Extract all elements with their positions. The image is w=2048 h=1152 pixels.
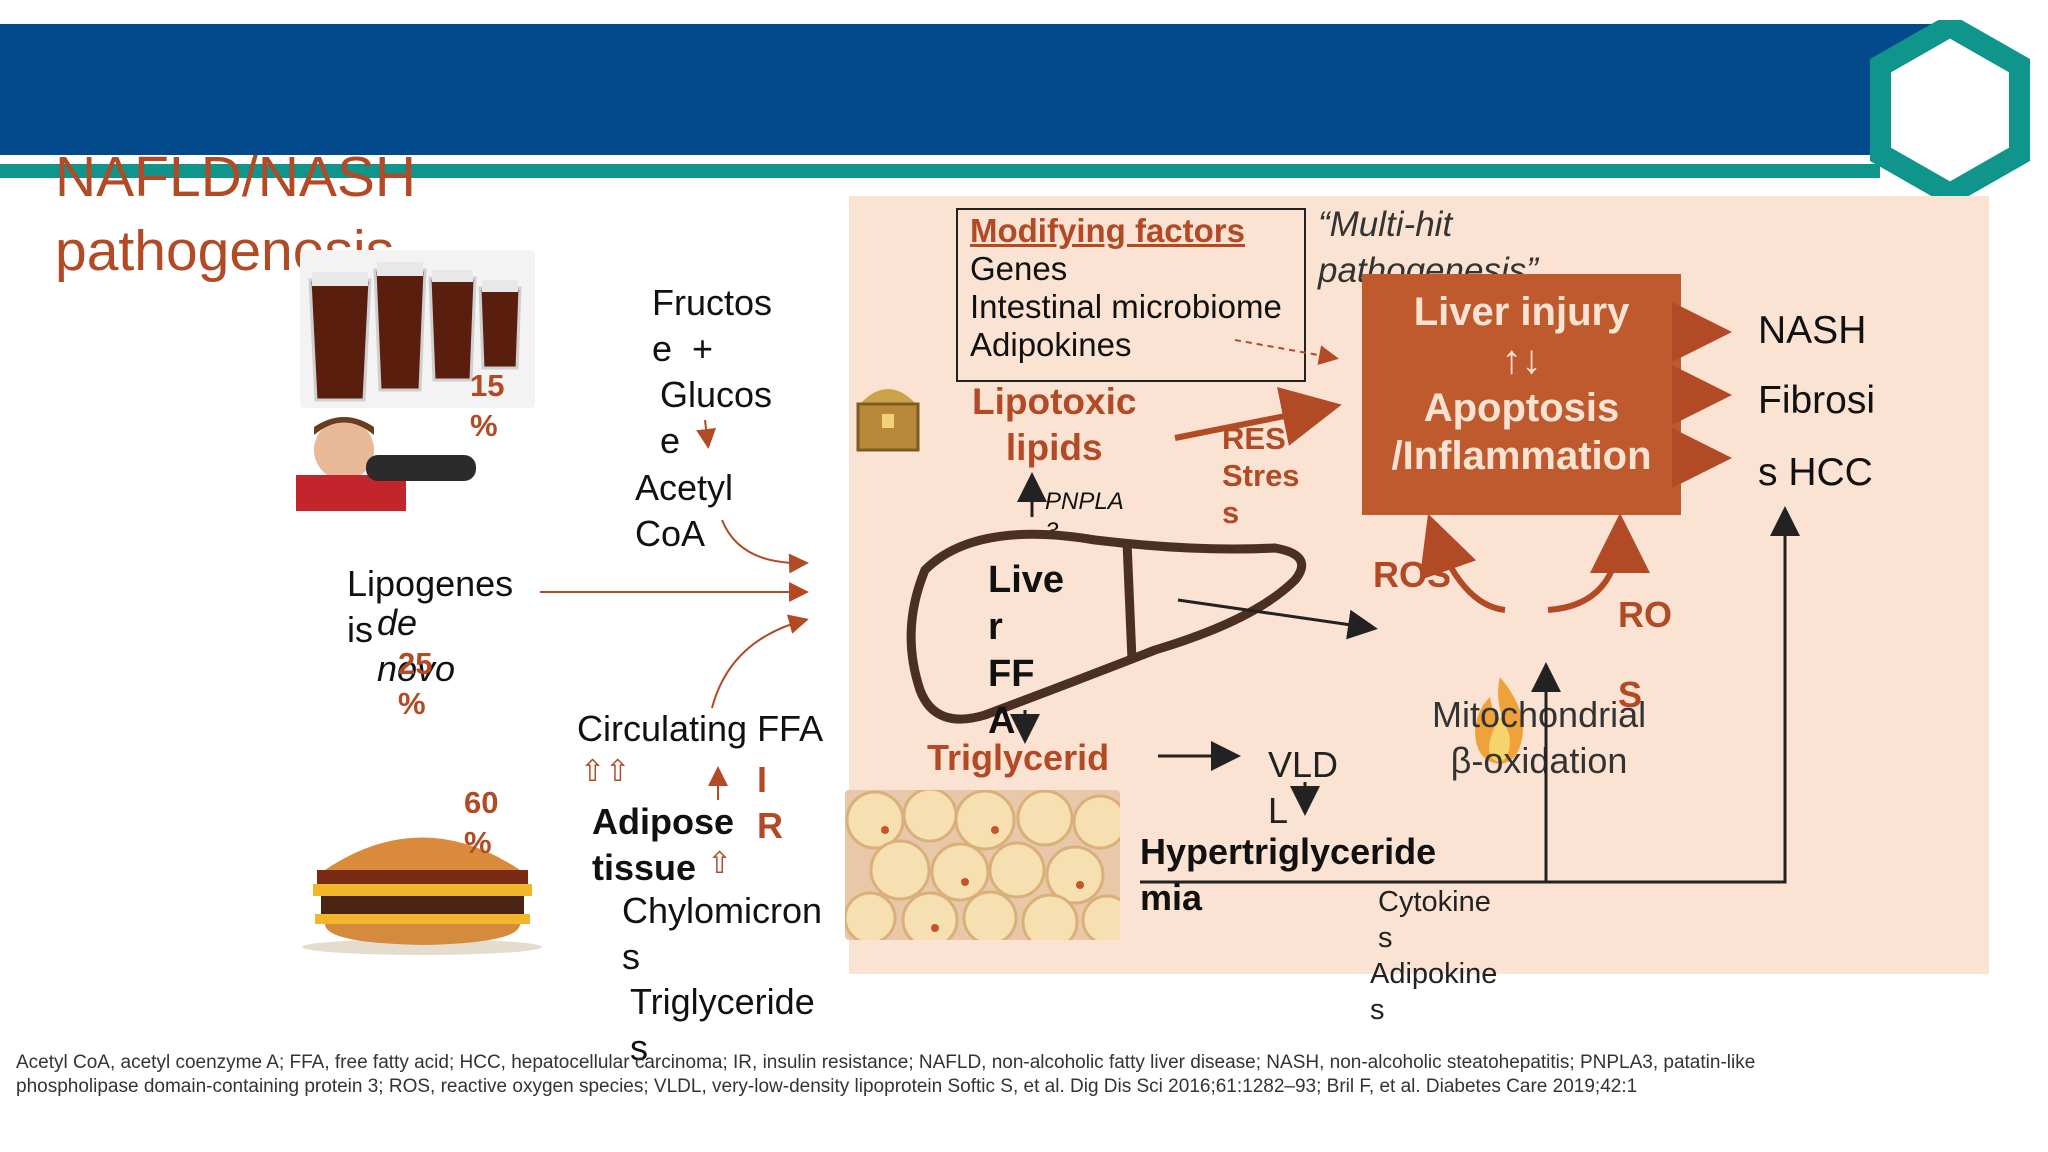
vldl-label: VLD L [1268, 744, 1339, 831]
burger-image [302, 837, 542, 955]
header-band [0, 24, 1950, 155]
boy-drinking-image [286, 415, 488, 511]
lipotoxic-injury-arrow [1174, 386, 1342, 446]
de-novo-label: de novo [377, 602, 456, 689]
outcome-hcc: s HCC [1758, 451, 1873, 494]
triglycerides-source-label: Triglyceride s [630, 981, 815, 1068]
systemic-outcome-line [1140, 506, 1800, 884]
header-stripe [0, 164, 1880, 178]
treasure-chest-icon [856, 389, 920, 452]
hypertriglyceridemia-label: Hypertriglyceride mia [1140, 831, 1437, 918]
ros-left-arrow [1419, 513, 1506, 613]
adipose-increase-icon: ⇧ [707, 847, 733, 880]
acetyl-coa-label: Acetyl CoA [635, 467, 734, 554]
soda-glasses-image [300, 250, 535, 408]
fat-cells-image [845, 790, 1120, 940]
cytokines-label: Cytokine s [1378, 886, 1491, 954]
glucose-label: Glucos e [660, 374, 773, 461]
bidirectional-arrow-icon: ↑↓ [1501, 338, 1542, 382]
modifying-factor-genes: Genes [970, 250, 1068, 287]
modifying-factors-arrow [1234, 339, 1339, 366]
circulating-ffa-label: Circulating FFA [577, 708, 824, 749]
apoptosis-inflammation-label: Apoptosis /Inflammation [1391, 386, 1652, 478]
ros-right-arrow [1547, 513, 1650, 613]
modifying-factors-title: Modifying factors [970, 212, 1246, 249]
chylomicrons-label: Chylomicron s [622, 890, 823, 977]
modifying-factor-microbiome: Intestinal microbiome [970, 288, 1282, 325]
ros-right-text: RO S [1618, 594, 1672, 715]
modifying-factor-adipokines: Adipokines [970, 326, 1132, 363]
insulin-resistance-label: I R [757, 759, 783, 846]
liver-mito-arrow [1177, 598, 1378, 640]
ros-label-right: RO S [1618, 595, 1672, 715]
liver-outline-icon [906, 529, 1307, 724]
acetyl-arrow [721, 519, 809, 574]
liver-injury-label: Liver injury [1413, 290, 1630, 334]
ffa-increase-icon: ⇧⇧ [580, 755, 631, 788]
soda-percentage: 15 % [470, 368, 505, 443]
title-line1: NAFLD/NASH [55, 145, 417, 209]
circulating-ffa-arrow [711, 614, 809, 709]
modifying-factors-box [956, 208, 1306, 382]
hexagon-logo-icon [1870, 20, 2030, 200]
glucose-arrow [696, 419, 717, 449]
outcome-fibrosis: Fibrosi [1758, 379, 1876, 422]
fructose-label: Fructos e + [652, 282, 773, 369]
footnote: Acetyl CoA, acetyl coenzyme A; FFA, free… [16, 1052, 1756, 1097]
adipokines-label: Adipokine s [1370, 958, 1498, 1026]
outcome-nash: NASH [1758, 309, 1867, 352]
liver-injury-box: Liver injury ↑↓ Apoptosis /Inflammation [1362, 274, 1681, 515]
mitochondrial-oxidation-label: Mitochondrial β-oxidation [1432, 694, 1647, 781]
adipose-tissue-label: Adipose tissue [592, 801, 735, 888]
flame-icon [1475, 677, 1524, 764]
burger-percentage: 60 % [464, 785, 499, 860]
liver-ffa-label: Live r FF A [988, 559, 1065, 742]
lipogenesis-percentage: 25 % [398, 646, 433, 721]
modifying-factors-list: Modifying factors Genes Intestinal micro… [970, 212, 1282, 364]
lipogenesis-label: Lipogenes is [347, 563, 514, 650]
lipotoxic-lipids-label: Lipotoxic lipids [972, 381, 1137, 468]
